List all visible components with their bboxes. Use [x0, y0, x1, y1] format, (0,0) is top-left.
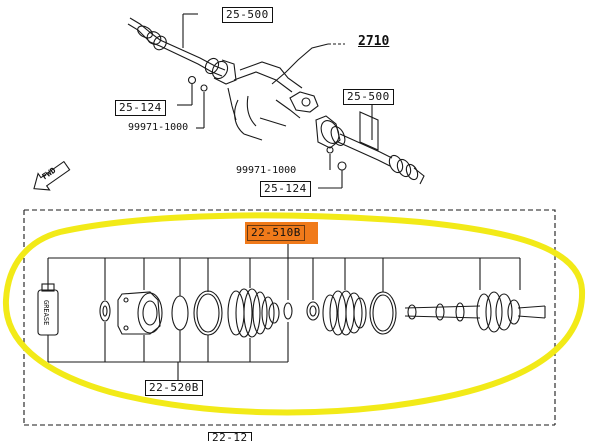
boot-right	[322, 290, 367, 336]
drive-shaft-upper-left	[127, 14, 237, 85]
part-code-25-124-mid[interactable]: 25-124	[260, 181, 311, 197]
part-code-25-500-right[interactable]: 25-500	[343, 89, 394, 105]
part-code-22-510b[interactable]: 22-510B	[247, 225, 305, 241]
drive-shaft-right	[315, 95, 425, 185]
snap-ring	[283, 302, 293, 320]
boot-left	[227, 288, 280, 338]
clamp-ring-right	[369, 291, 397, 335]
part-number-99971-left[interactable]: 99971-1000	[128, 122, 189, 133]
ring-oval	[171, 295, 189, 331]
suspension-arm	[227, 43, 345, 141]
nut-left	[177, 75, 208, 129]
part-code-2710[interactable]: 2710	[358, 34, 390, 49]
part-code-bottom-partial[interactable]: 22-12	[208, 432, 252, 441]
joint-housing	[117, 291, 163, 335]
yellow-highlight-outline	[2, 212, 586, 416]
axle-shaft	[404, 291, 546, 333]
washer-small	[99, 300, 111, 322]
part-number-99971-mid[interactable]: 99971-1000	[236, 165, 297, 176]
fwd-arrow-icon	[33, 160, 71, 191]
part-code-25-124-left[interactable]: 25-124	[115, 100, 166, 116]
nut-middle	[318, 146, 347, 189]
grease-tube	[37, 283, 59, 336]
clamp-ring	[193, 290, 223, 336]
washer-2	[306, 301, 320, 321]
part-code-22-520b[interactable]: 22-520B	[145, 380, 203, 396]
part-code-25-500-top[interactable]: 25-500	[222, 7, 273, 23]
part-highlight	[245, 222, 318, 244]
grease-label: GREASE	[42, 300, 50, 326]
